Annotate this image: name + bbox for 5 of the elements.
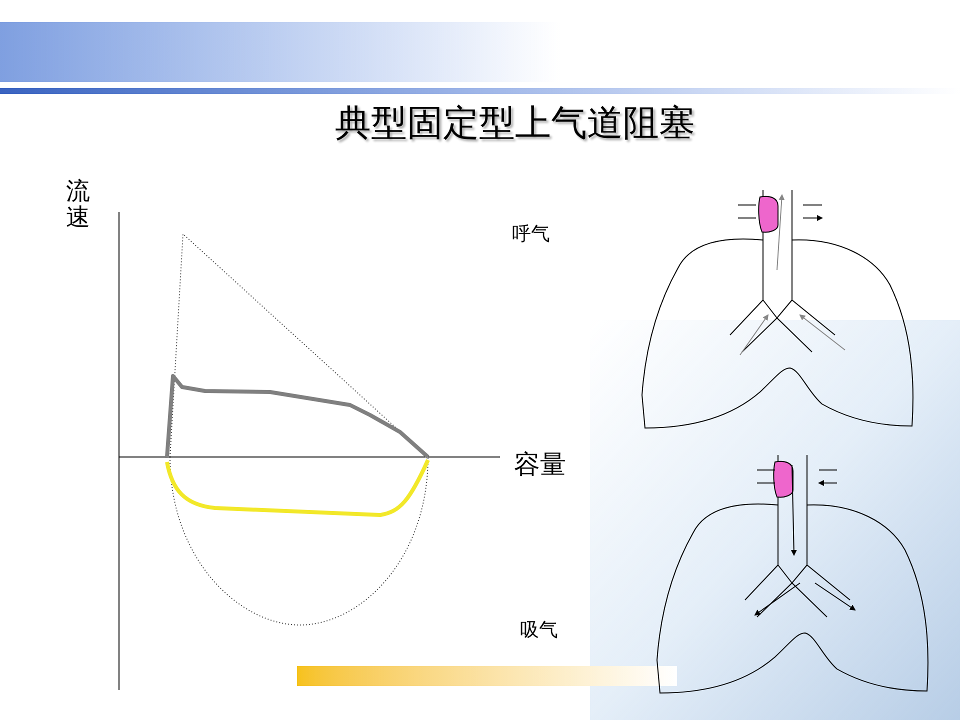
axis-label: 流速 (66, 178, 91, 231)
axis-label: 容量 (514, 449, 566, 482)
axis-label: 吸气 (520, 618, 558, 643)
axis-label: 呼气 (512, 222, 550, 247)
slide-title: 典型固定型上气道阻塞 (334, 102, 696, 146)
